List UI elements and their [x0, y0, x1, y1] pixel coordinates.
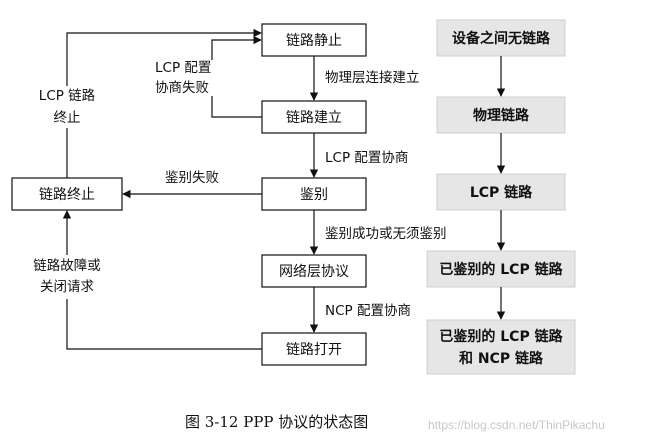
- node-authenticate-label: 鉴别: [300, 187, 328, 203]
- label-ncp-negotiate: NCP 配置协商: [325, 303, 411, 319]
- node-link-establish-label: 链路建立: [286, 110, 342, 126]
- label-lcp-fail-2: 协商失败: [155, 80, 209, 96]
- label-auth-fail: 鉴别失败: [165, 170, 219, 186]
- node-link-open: 链路打开: [261, 332, 367, 366]
- figure-caption: 图 3-12 PPP 协议的状态图: [185, 413, 368, 431]
- label-fault-1: 链路故障或: [33, 258, 101, 274]
- node-link-dead: 链路静止: [261, 23, 367, 57]
- label-lcp-negotiate: LCP 配置协商: [325, 150, 408, 166]
- label-lcp-term-1: LCP 链路: [39, 88, 96, 104]
- node-link-establish: 链路建立: [261, 100, 367, 134]
- state-physical-link-label: 物理链路: [473, 107, 530, 124]
- state-auth-lcp-link-label: 已鉴别的 LCP 链路: [439, 261, 563, 278]
- state-lcp-link-label: LCP 链路: [470, 184, 533, 201]
- state-lcp-link: LCP 链路: [436, 173, 566, 211]
- state-physical-link: 物理链路: [436, 96, 566, 134]
- node-link-terminate: 链路终止: [11, 177, 123, 211]
- watermark: https://blog.csdn.net/ThinPikachu: [428, 418, 605, 432]
- state-auth-lcp-link: 已鉴别的 LCP 链路: [426, 250, 576, 288]
- state-no-link: 设备之间无链路: [436, 19, 566, 57]
- label-auth-ok: 鉴别成功或无须鉴别: [325, 226, 447, 242]
- node-link-open-label: 链路打开: [286, 341, 342, 358]
- state-auth-lcp-ncp-link: 已鉴别的 LCP 链路 和 NCP 链路: [426, 319, 576, 375]
- arrow-terminate-to-dead: [66, 28, 262, 178]
- label-fault-2: 关闭请求: [40, 279, 94, 295]
- state-auth-lcp-ncp-line1: 已鉴别的 LCP 链路: [439, 328, 563, 345]
- state-no-link-label: 设备之间无链路: [452, 30, 551, 47]
- node-network-protocol: 网络层协议: [261, 254, 367, 288]
- node-link-dead-label: 链路静止: [286, 33, 342, 49]
- label-physical-up: 物理层连接建立: [325, 69, 420, 86]
- node-link-terminate-label: 链路终止: [39, 187, 95, 203]
- node-authenticate: 鉴别: [261, 177, 367, 211]
- state-auth-lcp-ncp-line2: 和 NCP 链路: [459, 350, 544, 367]
- label-lcp-fail-1: LCP 配置: [155, 60, 211, 76]
- node-network-protocol-label: 网络层协议: [279, 264, 349, 280]
- label-lcp-term-2: 终止: [54, 110, 81, 126]
